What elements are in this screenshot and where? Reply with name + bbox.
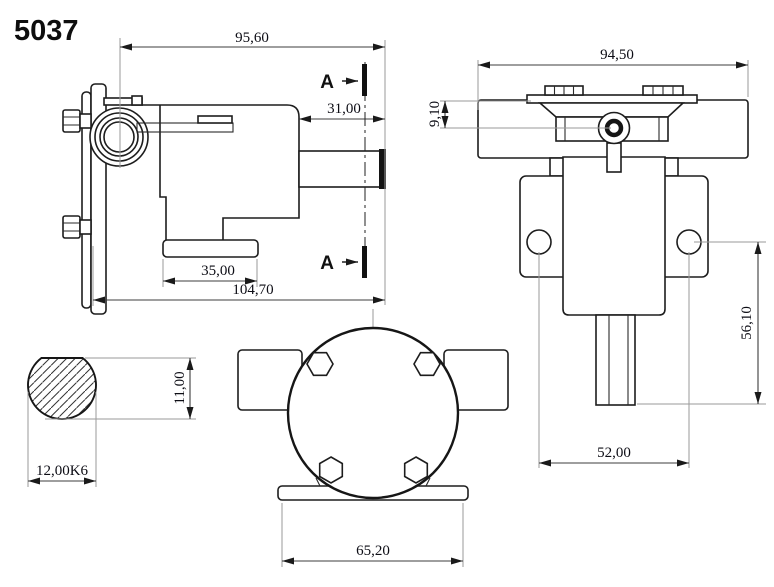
drive-shaft — [595, 314, 636, 406]
dim-overall-label: 104,70 — [232, 282, 273, 298]
cam-tab — [197, 115, 233, 124]
dim-foot-label: 35,00 — [201, 263, 235, 279]
section-line-a-a: A A — [320, 62, 367, 280]
front-view: 65,20 — [237, 309, 509, 567]
dim-diameter-label: 12,00K6 — [36, 463, 89, 479]
hex-bolt — [306, 351, 334, 377]
flange-bolt-bottom — [62, 215, 92, 239]
side-view: 95,60 31,00 35,00 104,70 A A — [62, 30, 386, 315]
shaft-section-view: 11,00 12,00K6 — [27, 357, 196, 487]
cover-bolts — [306, 351, 441, 484]
cam-screw-stem — [606, 142, 622, 173]
pump-body-outline — [142, 104, 300, 242]
port-boss-circles — [89, 107, 149, 167]
section-label-bottom: A — [320, 253, 334, 274]
section-label-top: A — [320, 72, 334, 93]
cover-bolts-left — [544, 85, 584, 96]
shaft-end — [379, 149, 386, 189]
end-cover-circle — [286, 326, 460, 500]
dim-base-width-label: 65,20 — [356, 543, 390, 559]
dim-port-spacing-label: 52,00 — [597, 445, 631, 461]
port-hole-left — [526, 229, 552, 255]
dim-shaft-drop-label: 56,10 — [739, 306, 755, 340]
dim-flat-height-label: 11,00 — [172, 371, 188, 404]
cover-plate — [526, 94, 698, 104]
hex-bolt — [318, 456, 344, 484]
dim-plan-width-label: 94,50 — [600, 47, 634, 63]
dim-width-label: 95,60 — [235, 30, 269, 46]
mounting-foot — [162, 239, 259, 258]
top-plate-step — [131, 95, 143, 106]
dim-top-offset-label: 9,10 — [427, 101, 443, 127]
part-number-title: 5037 — [14, 15, 79, 47]
flange-bolt-top — [62, 109, 92, 133]
cover-bolts-right — [642, 85, 684, 96]
bearing-housing — [562, 156, 666, 316]
cam-plate-edge — [136, 122, 234, 133]
dim-shaft-ext-label: 31,00 — [327, 101, 361, 117]
shaft — [298, 150, 381, 188]
hex-bolt — [413, 351, 441, 377]
plan-view: 94,50 9,10 56,10 52,00 — [427, 47, 766, 468]
hex-bolt — [403, 456, 429, 484]
shaft-section-profile — [27, 357, 97, 420]
